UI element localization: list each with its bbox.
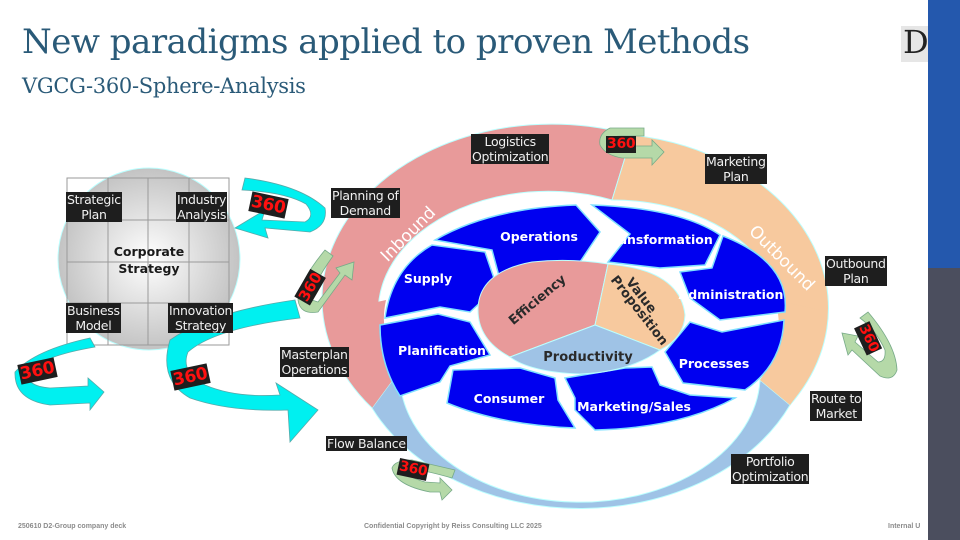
segment-planification [379,313,492,397]
ring-transformation [371,368,791,509]
ring-label-transformation: Transformation [542,453,671,473]
segment-administration [678,235,787,321]
segment-label-operations: Operations [500,229,578,244]
segment-label-planification: Planification [398,343,486,358]
segment-label-transformation: Transformation [605,232,713,247]
segment-transformation [589,204,721,269]
corporate-strategy-title: Corporate Strategy [104,243,194,277]
segment-processes [664,319,785,391]
green-arrow-outbound [841,311,898,379]
core [477,259,686,375]
cyan-arrow-top [234,177,326,239]
footer-copyright: Confidential Copyright by Reiss Consulti… [364,523,542,530]
side-accent-blue [928,0,960,268]
side-accent-gray [928,268,960,540]
segment-consumer [446,367,577,429]
segment-label-supply: Supply [404,271,452,286]
core-label-productivity: Productivity [543,350,633,365]
footer-deck-name: 250610 D2-Group company deck [18,523,127,530]
footer-classification: Internal U [888,523,921,530]
segment-label-marketing-sales: Marketing/Sales [577,399,691,414]
company-logo: D [901,23,929,62]
badge-360: 360 [606,136,637,153]
core-productivity [508,324,662,375]
page-title: New paradigms applied to proven Methods [22,22,750,62]
segments [379,204,787,431]
segment-marketing-sales [563,366,738,431]
logo-glyph: D [903,23,929,61]
callout-flow-balance: Flow Balance [326,436,407,451]
corporate-label-line2: Strategy [118,261,180,276]
page-subtitle: VGCG-360-Sphere-Analysis [22,74,306,98]
segment-label-processes: Processes [679,356,750,371]
core-efficiency [477,259,609,358]
segment-label-administration: Administration [679,287,784,302]
cyan-arrow-mid [166,299,319,443]
cyan-arrows [14,177,326,443]
corporate-label-line1: Corporate [113,244,185,259]
segment-label-consumer: Consumer [474,391,546,406]
core-value-proposition [594,263,686,351]
